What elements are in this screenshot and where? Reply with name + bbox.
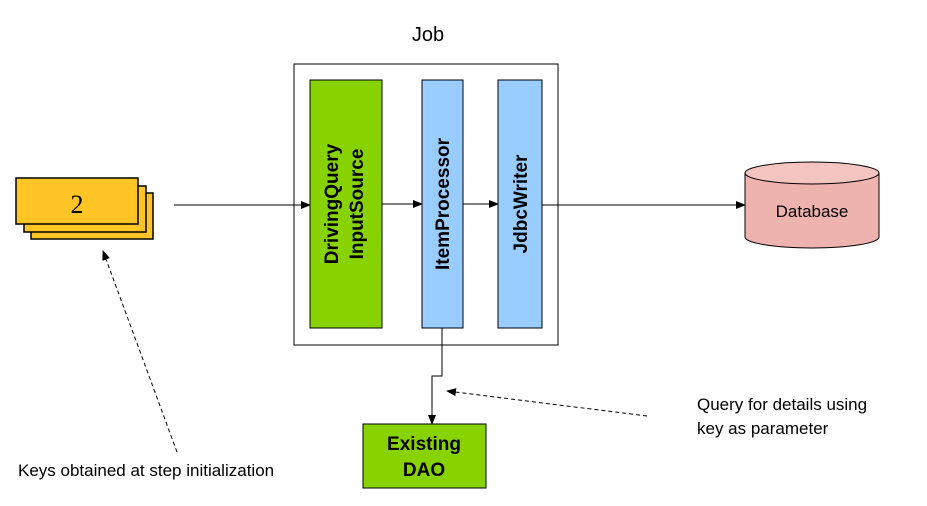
database-top [744,161,880,185]
query-note-line1: Query for details using [697,395,867,414]
dao-label-line1: Existing [387,434,461,455]
jdbc-writer[interactable]: JdbcWriter [497,79,543,329]
database-body [744,173,880,249]
reader-box [309,79,383,329]
job-title: Job [412,24,444,46]
processor-label: ItemProcessor [433,137,454,270]
keys-count-label: 2 [71,190,84,219]
keys-stack[interactable]: 2 [15,177,154,240]
database[interactable]: Database [744,161,880,249]
writer-box [497,79,543,329]
dao-box [362,423,487,489]
query-note-line2: key as parameter [697,419,829,438]
reader-label-line1: DrivingQuery [322,143,343,264]
reader-label-line2: InputSource [347,149,368,260]
keys-note: Keys obtained at step initialization [18,461,274,480]
existing-dao[interactable]: Existing DAO [362,423,487,489]
arrow-processor-to-dao [428,328,443,425]
database-label: Database [776,202,849,221]
writer-label: JdbcWriter [511,154,532,254]
query-note-pointer [446,388,648,417]
driving-query-input-source[interactable]: DrivingQuery InputSource [309,79,383,329]
item-processor[interactable]: ItemProcessor [421,79,464,329]
keys-note-pointer [102,250,178,453]
key-card-front [15,177,139,225]
dao-label-line2: DAO [403,460,445,481]
